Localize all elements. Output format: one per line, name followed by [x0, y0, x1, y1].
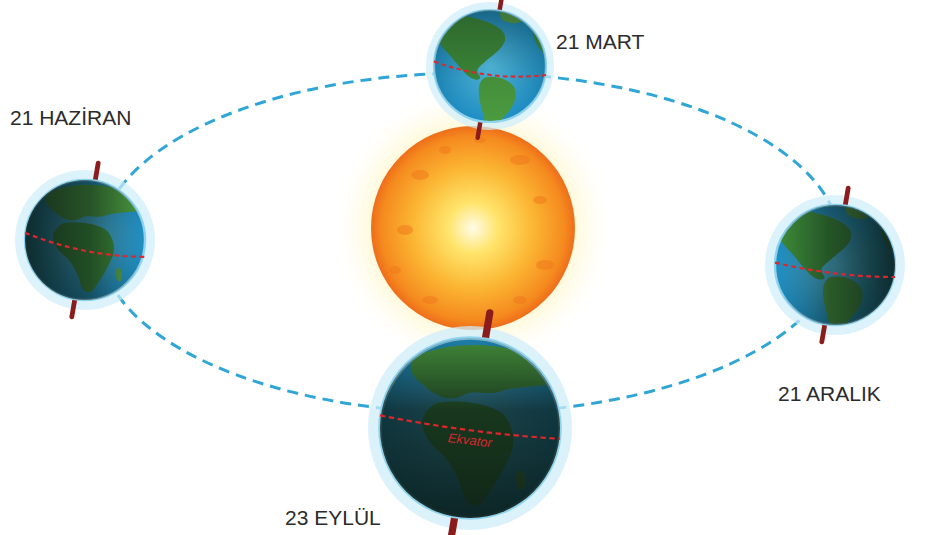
earth-september [368, 313, 572, 535]
date-label: 23 EYLÜL [285, 506, 381, 530]
sun [335, 90, 611, 366]
date-label: 21 MART [556, 30, 644, 54]
earth-december [765, 188, 905, 342]
date-label: 21 HAZİRAN [10, 106, 131, 130]
earth-june [15, 163, 155, 317]
date-label: 21 ARALIK [778, 382, 881, 406]
earth-march [426, 0, 554, 138]
